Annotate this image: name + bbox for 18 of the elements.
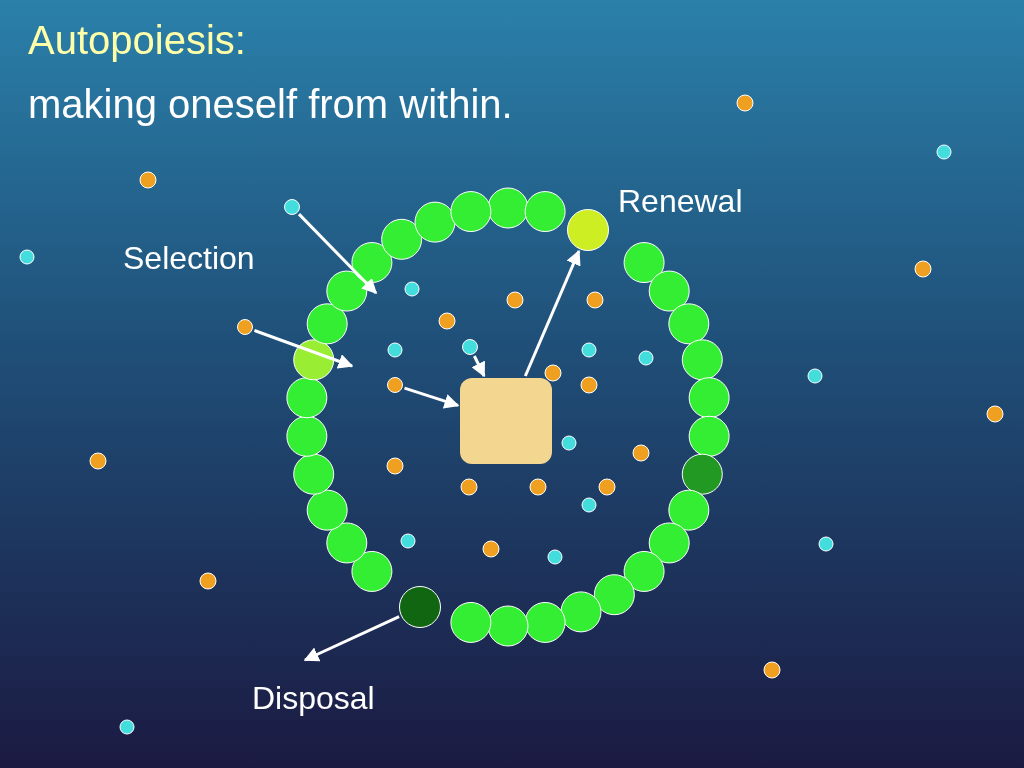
arrow [523,249,581,377]
particle-dot [284,199,300,215]
arrow [303,615,400,662]
process-label: Selection [123,240,255,277]
arrow [253,329,354,369]
nucleus-square [460,378,552,464]
membrane-circle [567,209,609,251]
particle-dot [462,339,478,355]
slide-subtitle: making oneself from within. [28,82,513,127]
particle-dot [387,377,403,393]
process-label: Renewal [618,183,743,220]
arrow [404,386,460,409]
slide-title: Autopoiesis: [28,18,246,63]
process-label: Disposal [252,680,375,717]
particle-dot [237,319,253,335]
arrow [471,355,486,378]
arrow [297,213,378,295]
membrane-circle [399,586,441,628]
